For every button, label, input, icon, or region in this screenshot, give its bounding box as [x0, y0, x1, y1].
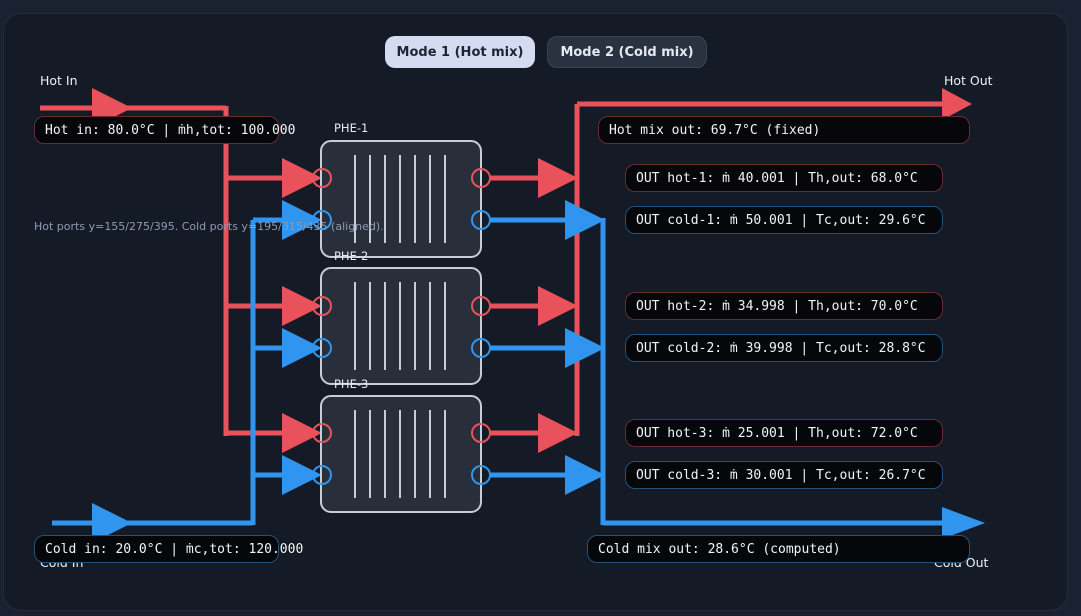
hot-arrow-phe1-in [282, 158, 322, 198]
phe-2-hot-out-port [471, 296, 491, 316]
cold-arrow-phe1-in [282, 200, 322, 240]
cold-arrow-phe2-out [565, 328, 605, 368]
hot-arrow-phe1-out [538, 158, 578, 198]
hot-arrows [92, 88, 972, 453]
hot-arrow-phe2-out [538, 286, 578, 326]
phe-2-cold-in-port [312, 338, 332, 358]
hot-out-label: Hot Out [944, 73, 993, 88]
phe-1-hot-out-port [471, 168, 491, 188]
phe-3-hot-out-port [471, 423, 491, 443]
phe-3 [312, 395, 491, 513]
mode-1-button[interactable]: Mode 1 (Hot mix) [385, 36, 535, 68]
cold-arrows [92, 200, 985, 543]
cold-in-readout: Cold in: 20.0°C | ṁc,tot: 120.000 [34, 535, 303, 563]
phe-2-cold-out-readout: OUT cold-2: ṁ 39.998 | Tc,out: 28.8°C [625, 334, 943, 362]
phe-1-label: PHE-1 [334, 121, 369, 135]
mode-2-button[interactable]: Mode 2 (Cold mix) [547, 36, 707, 68]
phe-2-cold-out-port [471, 338, 491, 358]
cold-arrow-phe2-in [282, 328, 322, 368]
phe-1 [312, 140, 491, 258]
phe-3-cold-out-port [471, 465, 491, 485]
cold-in-arrow [92, 503, 132, 543]
port-alignment-note: Hot ports y=155/275/395. Cold ports y=19… [34, 220, 384, 233]
phe-2 [312, 267, 491, 385]
phe-2-hot-out-readout: OUT hot-2: ṁ 34.998 | Th,out: 70.0°C [625, 292, 943, 320]
phe-1-plates [354, 155, 446, 243]
phe-1-hot-in-port [312, 168, 332, 188]
hot-mix-out-readout: Hot mix out: 69.7°C (fixed) [598, 116, 970, 144]
hot-in-label: Hot In [40, 73, 78, 88]
cold-out-arrow [942, 507, 985, 539]
hot-out-arrow [942, 88, 972, 120]
phe-3-cold-out-readout: OUT cold-3: ṁ 30.001 | Tc,out: 26.7°C [625, 461, 943, 489]
phe-1-cold-out-readout: OUT cold-1: ṁ 50.001 | Tc,out: 29.6°C [625, 206, 943, 234]
cold-arrow-phe1-out [565, 200, 605, 240]
hot-arrow-phe3-in [282, 413, 322, 453]
phe-3-cold-in-port [312, 465, 332, 485]
phe-2-plates [354, 282, 446, 370]
phe-2-label: PHE-2 [334, 249, 369, 263]
hot-in-readout: Hot in: 80.0°C | ṁh,tot: 100.000 [34, 116, 295, 144]
cold-mix-out-readout: Cold mix out: 28.6°C (computed) [587, 535, 970, 563]
phe-1-cold-out-port [471, 210, 491, 230]
phe-3-label: PHE-3 [334, 377, 369, 391]
phe-2-hot-in-port [312, 296, 332, 316]
phe-1-cold-in-port [312, 210, 332, 230]
phe-1-hot-out-readout: OUT hot-1: ṁ 40.001 | Th,out: 68.0°C [625, 164, 943, 192]
hot-arrow-phe3-out [538, 413, 578, 453]
cold-arrow-phe3-in [282, 455, 322, 495]
phe-3-plates [354, 410, 446, 498]
cold-arrow-phe3-out [565, 455, 605, 495]
hot-piping [40, 101, 950, 436]
phe-3-hot-out-readout: OUT hot-3: ṁ 25.001 | Th,out: 72.0°C [625, 419, 943, 447]
hot-arrow-phe2-in [282, 286, 322, 326]
phe-3-hot-in-port [312, 423, 332, 443]
